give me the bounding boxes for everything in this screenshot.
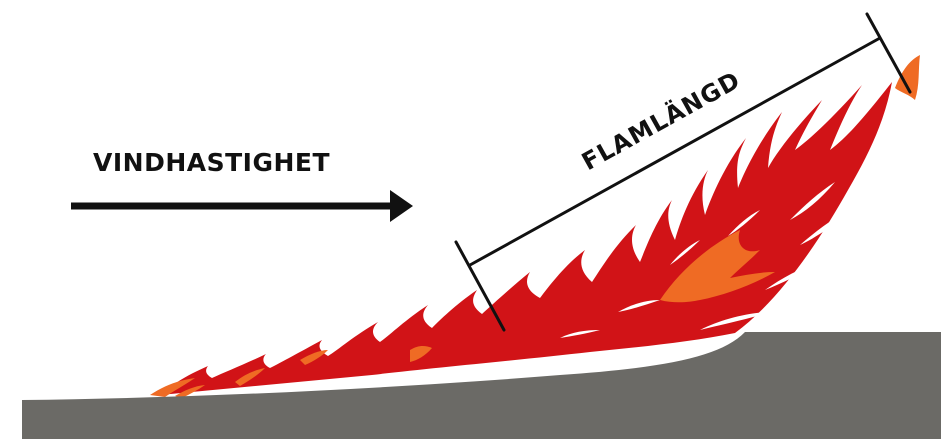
- ground: [22, 332, 941, 439]
- flame-highlights: [150, 55, 920, 398]
- wind-speed-label: VINDHASTIGHET: [93, 148, 331, 177]
- flame-length-bracket: [454, 12, 912, 332]
- arrow-right-icon: [71, 190, 413, 222]
- flame-gaps: [560, 182, 850, 338]
- flame-body: [160, 82, 892, 395]
